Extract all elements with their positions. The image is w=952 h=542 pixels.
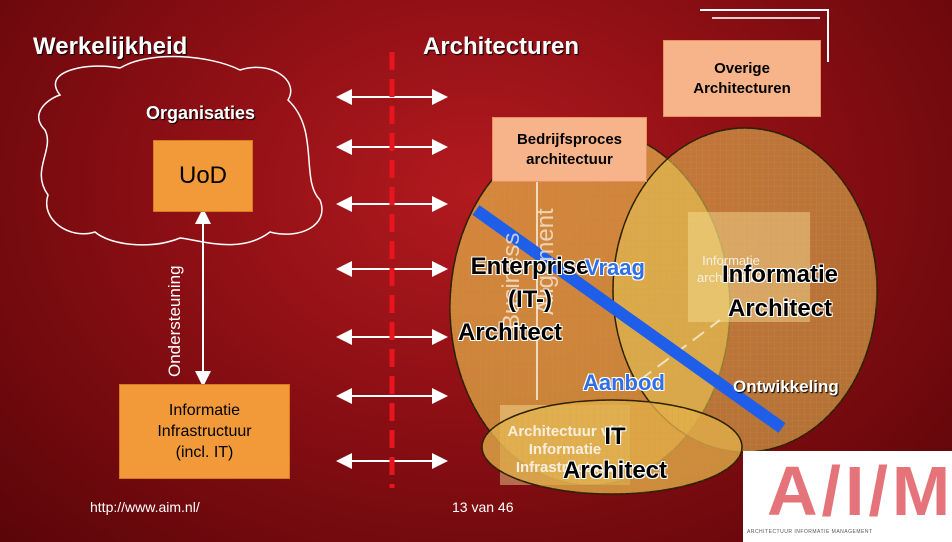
it-architecture-box: Architectuur v/d Informatie Infrastructu…	[505, 423, 625, 477]
demand-supply-line	[472, 205, 786, 433]
infrastructure-line-3: (incl. IT)	[175, 444, 234, 461]
business-process-line-1: Bedrijfsproces	[516, 130, 623, 148]
support-label: Ondersteuning	[165, 265, 184, 377]
other-architectures-line-2: Architecturen	[693, 79, 791, 97]
it-architect-line-1: IT	[604, 423, 626, 450]
organisations-label: Organisaties	[146, 103, 256, 123]
enterprise-line-3: Architect	[458, 319, 563, 346]
uod-label: UoD	[178, 162, 227, 189]
development-label: Ontwikkeling	[733, 377, 839, 396]
infrastructure-box: Informatie Infrastructuur (incl. IT)	[119, 384, 290, 479]
infrastructure-line-1: Informatie	[168, 402, 241, 419]
info-architecture-line-2: architectuur	[697, 270, 765, 285]
enterprise-architect-label: Enterprise (IT-) Architect	[450, 250, 610, 349]
corner-bracket	[700, 9, 829, 62]
organisation-cloud	[38, 55, 323, 246]
supply-label: Aanbod	[583, 370, 665, 395]
information-architect-label: Informatie Architect	[700, 258, 860, 326]
aim-logo: A/I/M ARCHITECTUUR INFORMATIE MANAGEMENT	[743, 451, 952, 542]
page-number: 13 van 46	[452, 499, 514, 515]
info-architecture-line-1: Informatie	[702, 253, 760, 268]
footer-url[interactable]: http://www.aim.nl/	[90, 499, 200, 515]
infrastructure-line-2: Infrastructuur	[157, 423, 252, 440]
right-title: Architecturen	[423, 33, 580, 60]
enterprise-line-2: (IT-)	[508, 286, 552, 313]
information-architect-line-1: Informatie	[721, 261, 838, 288]
uod-box: UoD	[153, 140, 253, 212]
other-architectures-line-1: Overige	[714, 59, 770, 77]
other-architectures-box: Overige Architecturen	[663, 40, 821, 117]
logo-tagline: ARCHITECTUUR INFORMATIE MANAGEMENT	[747, 529, 873, 535]
enterprise-line-1: Enterprise	[470, 253, 590, 280]
information-architect-line-2: Architect	[727, 295, 833, 322]
it-architect-line-2: Architect	[562, 457, 668, 484]
it-architect-label: IT Architect	[540, 420, 690, 488]
business-process-box: Bedrijfsproces architectuur	[492, 117, 647, 182]
it-architecture-line-2: Informatie	[528, 441, 602, 458]
business-process-line-2: architectuur	[526, 150, 613, 168]
logo-text: A/I/M	[767, 452, 952, 530]
info-architecture-box: Informatie architectuur	[676, 252, 786, 286]
it-architecture-line-3: Infrastructuur	[515, 459, 615, 476]
it-architecture-line-1: Architectuur v/d	[507, 423, 623, 440]
demand-label: Vraag	[585, 255, 645, 280]
left-title: Werkelijkheid	[33, 33, 188, 60]
